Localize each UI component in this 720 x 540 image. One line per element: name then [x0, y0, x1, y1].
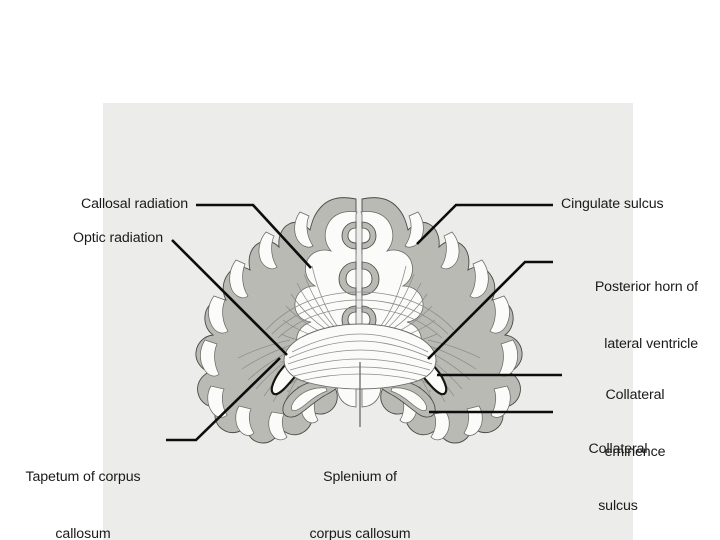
- label-splenium-of-corpus-callosum: Splenium of corpus callosum: [275, 430, 445, 540]
- label-posterior-horn-line-1: Posterior horn of: [594, 279, 698, 295]
- leader-callosal-radiation: [196, 203, 312, 269]
- label-collateral-eminence: Collateral eminence: [570, 348, 700, 500]
- label-collateral-eminence-line-2: eminence: [604, 444, 666, 460]
- leader-lines: [166, 203, 562, 442]
- label-splenium-line-1: Splenium of: [323, 469, 397, 485]
- right-hippocampus-inner: [390, 387, 427, 411]
- label-tapetum-line-2: callosum: [55, 526, 111, 540]
- label-cingulate-sulcus: Cingulate sulcus: [561, 196, 664, 212]
- label-optic-radiation: Optic radiation: [73, 230, 163, 246]
- label-collateral-sulcus-line-1: Collateral: [588, 441, 648, 457]
- leader-posterior-horn: [427, 260, 553, 360]
- leader-tapetum: [166, 357, 281, 442]
- label-splenium-line-2: corpus callosum: [309, 526, 411, 540]
- label-posterior-horn-of-lateral-ventricle: Posterior horn of lateral ventricle: [540, 240, 698, 392]
- label-callosal-radiation: Callosal radiation: [80, 196, 188, 212]
- leader-cingulate-sulcus: [416, 203, 553, 245]
- label-tapetum-of-corpus-callosum: Tapetum of corpus callosum: [4, 430, 162, 540]
- label-tapetum-line-1: Tapetum of corpus: [25, 469, 141, 485]
- right-sulci-group: [399, 211, 518, 441]
- splenium-of-corpus-callosum: [265, 291, 455, 390]
- label-collateral-sulcus: Collateral sulcus: [556, 402, 680, 540]
- left-hippocampus-inner: [291, 387, 328, 411]
- label-collateral-sulcus-line-2: sulcus: [598, 498, 638, 514]
- label-collateral-eminence-line-1: Collateral: [605, 387, 665, 403]
- right-hemisphere: [360, 197, 523, 444]
- label-posterior-horn-line-2: lateral ventricle: [604, 336, 698, 352]
- leader-optic-radiation: [171, 239, 288, 356]
